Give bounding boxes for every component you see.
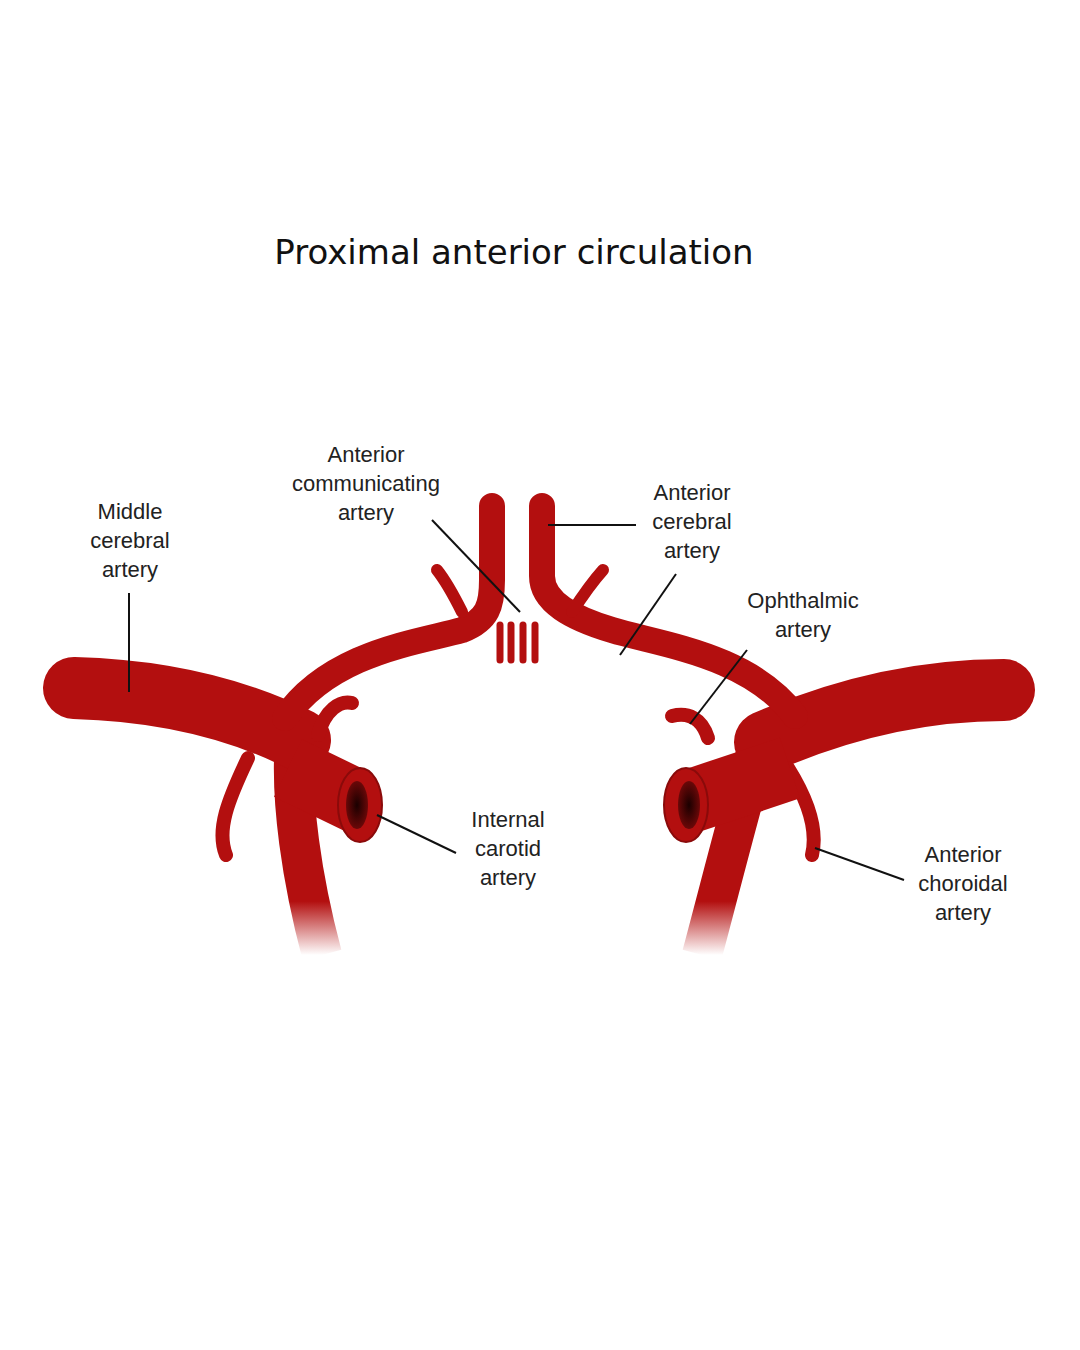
left-carotid-end <box>338 768 382 842</box>
part-label: Ophthalmic artery <box>733 586 873 644</box>
leader-line <box>377 815 456 853</box>
left-middle-cerebral <box>74 688 300 740</box>
part-label: Anterior choroidal artery <box>898 840 1028 927</box>
right-carotid-end <box>664 768 708 842</box>
diagram-title: Proximal anterior circulation <box>274 232 753 272</box>
part-label: Internal carotid artery <box>453 805 563 892</box>
aca-branch <box>572 570 603 612</box>
aca-branch <box>437 570 462 612</box>
left-ophthalmic <box>318 702 352 735</box>
left-carotid-lumen <box>346 781 368 829</box>
anterior-communicating <box>500 625 535 660</box>
right-carotid-lumen <box>678 781 700 829</box>
leader-line <box>815 848 904 880</box>
leader-line <box>690 650 747 724</box>
part-label: Middle cerebral artery <box>80 497 180 584</box>
leader-line <box>128 593 130 692</box>
leader-line <box>432 520 520 612</box>
leader-line <box>548 524 636 526</box>
part-label: Anterior communicating artery <box>281 440 451 527</box>
leader-line <box>620 574 676 655</box>
left-anterior-choroidal <box>222 758 248 855</box>
part-label: Anterior cerebral artery <box>637 478 747 565</box>
left-anterior-cerebral <box>285 506 492 718</box>
right-ophthalmic <box>672 715 708 738</box>
